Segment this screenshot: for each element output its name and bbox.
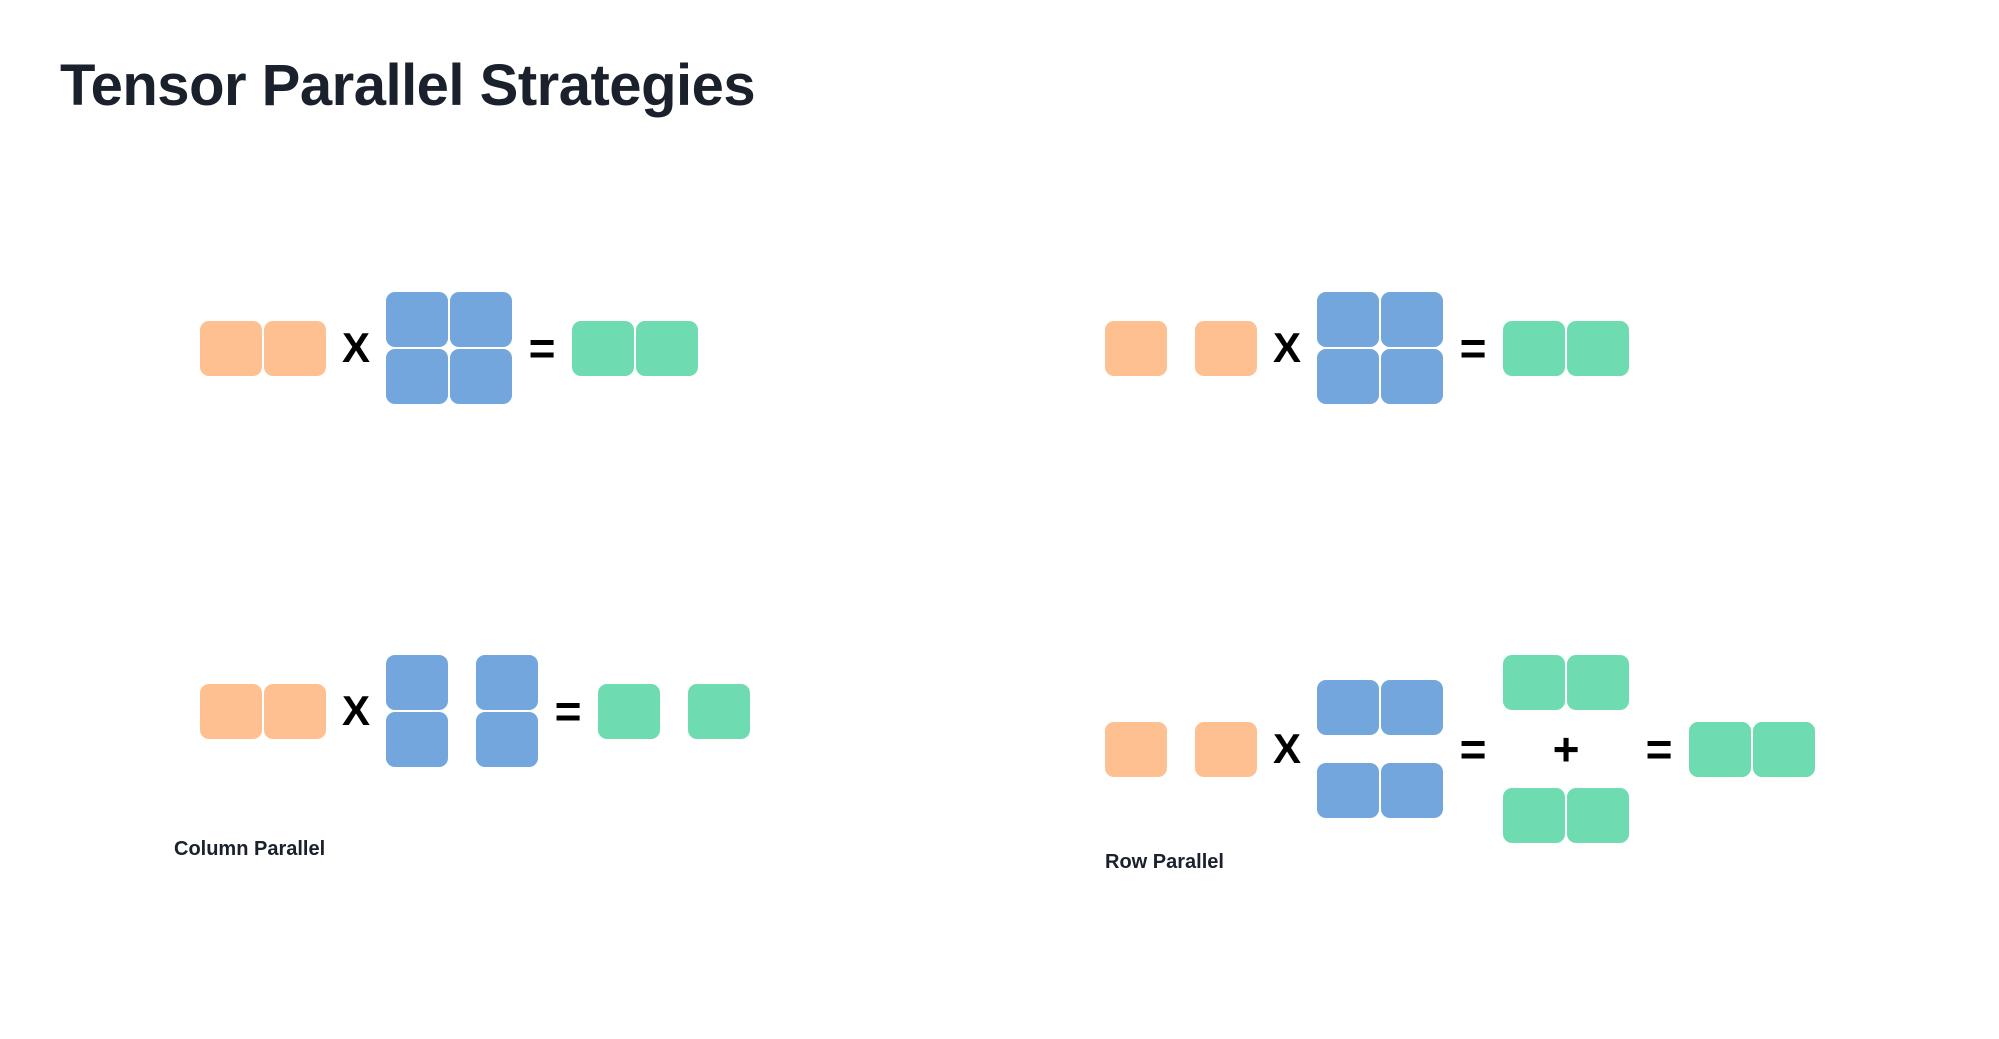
equals-operator: = bbox=[1645, 723, 1673, 775]
equals-operator: = bbox=[554, 685, 582, 737]
caption-column-parallel: Column Parallel bbox=[174, 838, 326, 860]
matrix-cell-blue bbox=[1317, 349, 1379, 404]
matrix-row bbox=[386, 349, 512, 404]
matrix-cell-blue bbox=[1381, 680, 1443, 735]
multiply-operator: X bbox=[341, 324, 370, 371]
caption-row-parallel: Row Parallel bbox=[1105, 851, 1224, 873]
matrix-cell-blue bbox=[1381, 349, 1443, 404]
weight-matrix-blue bbox=[1317, 292, 1443, 404]
matrix-cell-orange bbox=[200, 320, 262, 376]
input-matrix-orange bbox=[200, 683, 326, 739]
weight-shard-row bbox=[1317, 680, 1443, 735]
input-matrix-orange-column-sharded bbox=[1105, 721, 1257, 777]
matrix-cell-green bbox=[1567, 320, 1629, 376]
matrix-cell-orange bbox=[1195, 320, 1257, 376]
partial-output-matrix-green bbox=[1503, 788, 1629, 843]
matrix-cell-green bbox=[572, 320, 634, 376]
multiply-operator: X bbox=[1272, 725, 1301, 772]
matrix-cell-green bbox=[1567, 788, 1629, 843]
partial-output-matrix-green bbox=[1503, 655, 1629, 710]
matrix-cell-blue bbox=[1381, 292, 1443, 347]
matrix-cell-blue bbox=[386, 712, 448, 767]
equals-operator: = bbox=[1459, 723, 1487, 775]
matrix-cell-green bbox=[1567, 655, 1629, 710]
matrix-cell-orange bbox=[264, 683, 326, 739]
matrix-cell-green bbox=[1503, 788, 1565, 843]
matrix-cell-orange bbox=[1105, 320, 1167, 376]
matrix-cell-blue bbox=[1317, 292, 1379, 347]
weight-shard-column bbox=[386, 655, 448, 767]
equals-operator: = bbox=[528, 322, 556, 374]
matrix-cell-orange bbox=[200, 683, 262, 739]
matrix-row bbox=[1317, 292, 1443, 347]
matrix-cell-blue bbox=[1317, 763, 1379, 818]
matrix-row bbox=[1317, 349, 1443, 404]
matrix-cell-blue bbox=[476, 655, 538, 710]
matrix-cell-orange bbox=[1195, 721, 1257, 777]
weight-matrix-blue-row-sharded bbox=[1317, 680, 1443, 818]
weight-shard-column bbox=[476, 655, 538, 767]
diagram-top-left: X = bbox=[200, 292, 698, 404]
matrix-cell-blue bbox=[450, 349, 512, 404]
matrix-row bbox=[386, 292, 512, 347]
weight-matrix-blue bbox=[386, 292, 512, 404]
matrix-cell-green bbox=[598, 683, 660, 739]
diagram-bottom-left-column-parallel: X = bbox=[200, 655, 750, 767]
weight-shard-row bbox=[1317, 763, 1443, 818]
multiply-operator: X bbox=[1272, 324, 1301, 371]
input-matrix-orange-column-sharded bbox=[1105, 320, 1257, 376]
diagram-top-right: X = bbox=[1105, 292, 1629, 404]
output-matrix-green-column-sharded bbox=[598, 683, 750, 739]
partial-output-sum-stack: + bbox=[1503, 655, 1629, 843]
matrix-cell-blue bbox=[386, 349, 448, 404]
matrix-cell-green bbox=[1753, 721, 1815, 777]
matrix-cell-green bbox=[688, 683, 750, 739]
matrix-cell-orange bbox=[1105, 721, 1167, 777]
matrix-cell-green bbox=[1689, 721, 1751, 777]
multiply-operator: X bbox=[341, 687, 370, 734]
plus-operator: + bbox=[1552, 723, 1580, 775]
matrix-cell-orange bbox=[264, 320, 326, 376]
equals-operator: = bbox=[1459, 322, 1487, 374]
matrix-cell-blue bbox=[476, 712, 538, 767]
input-matrix-orange bbox=[200, 320, 326, 376]
matrix-cell-blue bbox=[1381, 763, 1443, 818]
weight-matrix-blue-column-sharded bbox=[386, 655, 538, 767]
matrix-cell-green bbox=[1503, 655, 1565, 710]
matrix-cell-green bbox=[636, 320, 698, 376]
matrix-cell-blue bbox=[1317, 680, 1379, 735]
diagram-bottom-right-row-parallel: X = + = bbox=[1105, 655, 1815, 843]
output-matrix-green bbox=[1689, 721, 1815, 777]
matrix-cell-blue bbox=[386, 292, 448, 347]
matrix-cell-green bbox=[1503, 320, 1565, 376]
page-title: Tensor Parallel Strategies bbox=[60, 53, 756, 118]
output-matrix-green bbox=[1503, 320, 1629, 376]
matrix-cell-blue bbox=[386, 655, 448, 710]
matrix-cell-blue bbox=[450, 292, 512, 347]
output-matrix-green bbox=[572, 320, 698, 376]
